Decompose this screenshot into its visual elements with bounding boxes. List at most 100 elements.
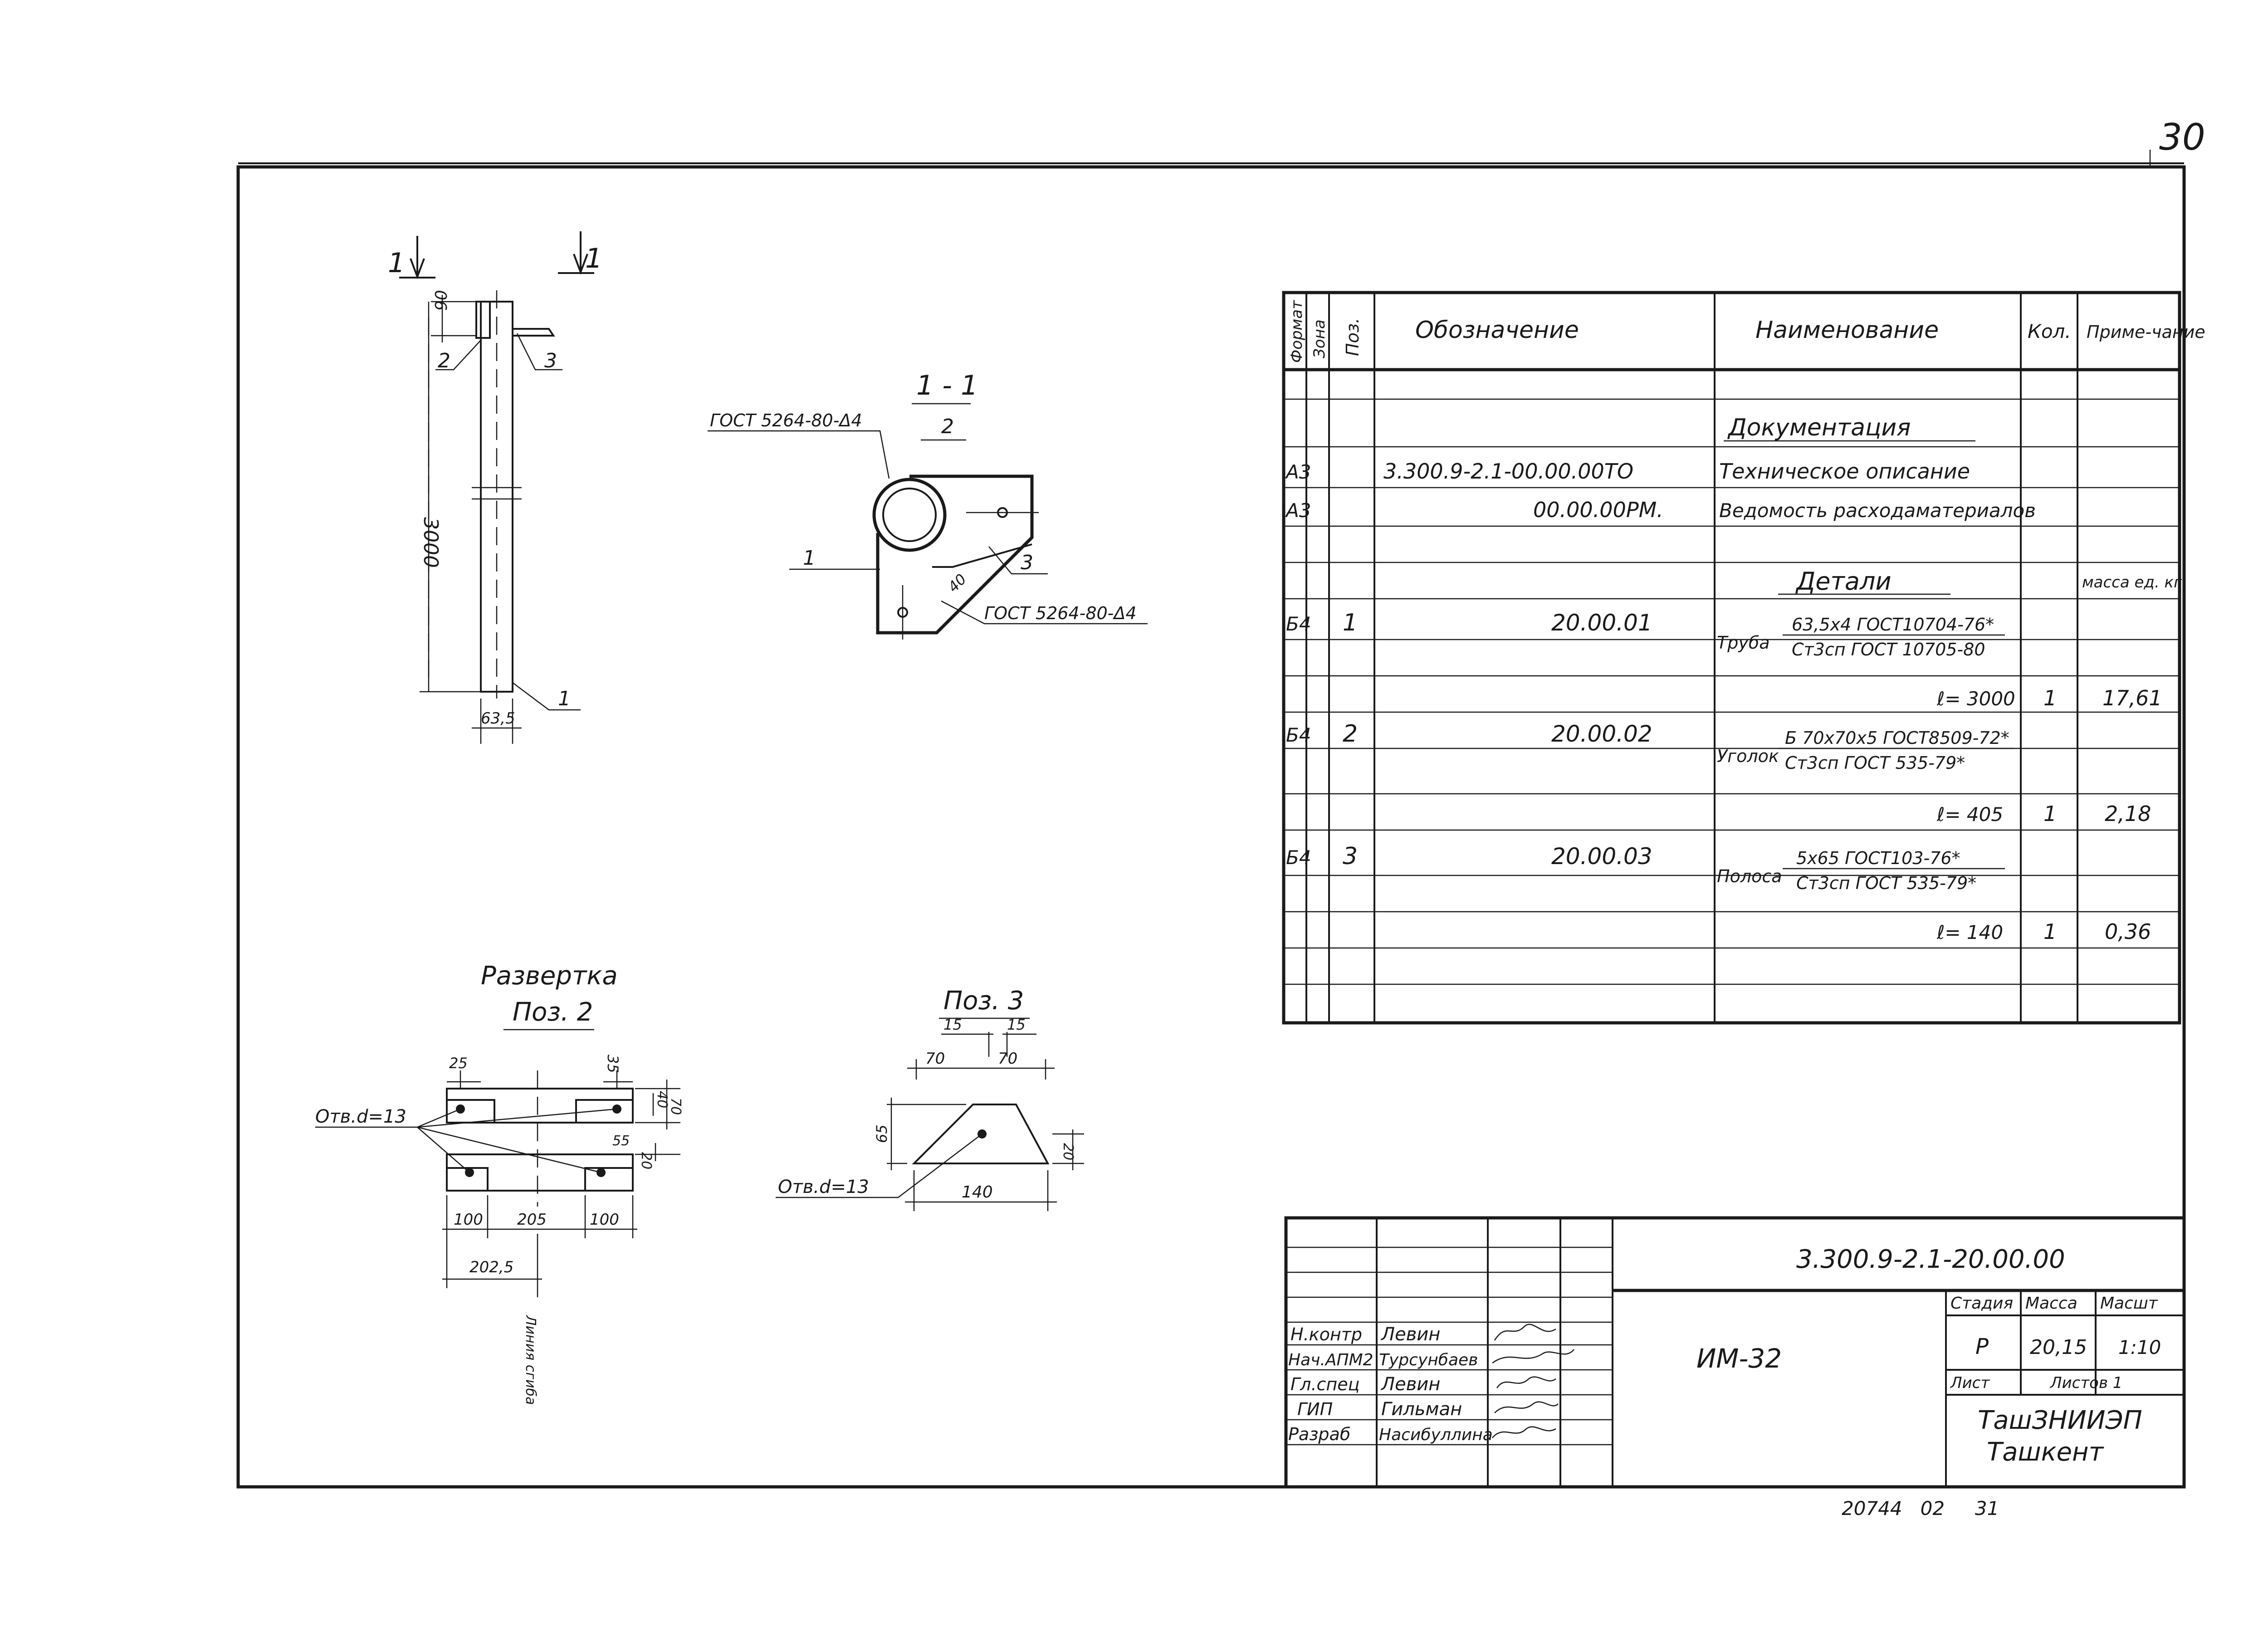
- svg-text:20: 20: [638, 1152, 654, 1169]
- svg-text:70: 70: [998, 1050, 1017, 1068]
- flat-title: Развертка: [481, 961, 618, 991]
- svg-text:2,18: 2,18: [2105, 801, 2151, 826]
- section-marker-left: 1: [388, 236, 435, 279]
- svg-text:3: 3: [544, 349, 557, 372]
- svg-text:1: 1: [2043, 801, 2057, 826]
- signatures: [1492, 1324, 1574, 1438]
- svg-text:15: 15: [943, 1016, 962, 1033]
- svg-text:Ст3сп ГОСТ 535-79*: Ст3сп ГОСТ 535-79*: [1785, 753, 1965, 773]
- svg-text:Поз. 2: Поз. 2: [513, 997, 593, 1027]
- svg-text:1: 1: [558, 687, 571, 710]
- svg-text:35: 35: [604, 1055, 621, 1073]
- pipe-section: [872, 478, 947, 552]
- page-number: 30: [2159, 116, 2205, 158]
- svg-text:ℓ= 3000: ℓ= 3000: [1936, 688, 2015, 710]
- angle-section: [876, 474, 1034, 635]
- svg-text:ГОСТ 5264-80-Δ4: ГОСТ 5264-80-Δ4: [984, 603, 1137, 623]
- section-1-1: 1 - 1 2 ГОСТ 5264-80-Δ4 40 1 3 ГОСТ 5264…: [708, 370, 1148, 640]
- svg-text:2: 2: [438, 349, 450, 372]
- svg-text:20.00.02: 20.00.02: [1551, 721, 1652, 747]
- pos3-detail: Поз. 3 15 15 70 70 65 20 140 Отв.d=13: [776, 986, 1084, 1211]
- header-designation: Обозначение: [1415, 317, 1579, 344]
- svg-text:25: 25: [449, 1055, 468, 1072]
- svg-text:3: 3: [1343, 843, 1358, 870]
- svg-text:1: 1: [803, 547, 816, 570]
- svg-text:Ст3сп ГОСТ 10705-80: Ст3сп ГОСТ 10705-80: [1792, 640, 1985, 660]
- svg-text:Разраб: Разраб: [1288, 1424, 1350, 1444]
- svg-text:70: 70: [925, 1050, 945, 1068]
- strip-pos3-shape: [912, 1104, 1050, 1164]
- svg-text:Б 70х70х5 ГОСТ8509-72*: Б 70х70х5 ГОСТ8509-72*: [1785, 728, 2009, 748]
- drawing-frame: [236, 165, 2186, 1489]
- svg-text:Гильман: Гильман: [1381, 1399, 1462, 1420]
- header-format: Формат: [1288, 300, 1306, 363]
- bend-line-note: Линия сгиба: [523, 1315, 538, 1405]
- svg-text:ГИП: ГИП: [1297, 1399, 1333, 1419]
- header-qty: Кол.: [2028, 320, 2071, 342]
- flat-pattern: Развертка Поз. 2 Отв.d=13 25 35 40 70 55…: [315, 961, 684, 1405]
- pos3-title: Поз. 3: [943, 986, 1024, 1016]
- svg-text:Турсунбаев: Турсунбаев: [1379, 1351, 1478, 1369]
- svg-text:1: 1: [585, 243, 602, 274]
- section-docs: Документация: [1727, 414, 1911, 441]
- svg-text:0,36: 0,36: [2105, 919, 2151, 944]
- svg-text:1: 1: [388, 247, 405, 279]
- svg-text:20.00.03: 20.00.03: [1551, 843, 1652, 870]
- svg-text:Б4: Б4: [1286, 846, 1311, 869]
- svg-text:3.300.9-2.1-00.00.00ТО: 3.300.9-2.1-00.00.00ТО: [1383, 459, 1633, 484]
- svg-text:А3: А3: [1285, 499, 1311, 522]
- svg-text:17,61: 17,61: [2102, 686, 2162, 710]
- svg-text:Насибуллина: Насибуллина: [1379, 1426, 1493, 1444]
- svg-text:20: 20: [1060, 1143, 1076, 1160]
- strip-pos3: [512, 328, 555, 337]
- svg-text:63,5х4 ГОСТ10704-76*: 63,5х4 ГОСТ10704-76*: [1792, 615, 1994, 635]
- svg-text:Техническое описание: Техническое описание: [1719, 459, 1970, 484]
- svg-text:5х65 ГОСТ103-76*: 5х65 ГОСТ103-76*: [1796, 848, 1960, 868]
- length-dim: 3000: [419, 517, 442, 568]
- svg-text:1:10: 1:10: [2118, 1336, 2161, 1358]
- svg-text:Уголок: Уголок: [1717, 746, 1779, 766]
- svg-text:Б4: Б4: [1286, 724, 1311, 746]
- spec-table: Формат Зона Поз. Обозначение Наименовани…: [1282, 291, 2205, 1025]
- svg-text:00.00.00РМ.: 00.00.00РМ.: [1533, 498, 1663, 522]
- product-name: ИМ-32: [1696, 1343, 1782, 1374]
- svg-text:Труба: Труба: [1717, 633, 1770, 653]
- svg-text:Листов 1: Листов 1: [2049, 1374, 2122, 1392]
- header-note: Приме-чание: [2087, 322, 2205, 342]
- angle-pos2: [475, 301, 491, 339]
- svg-text:20.00.01: 20.00.01: [1551, 610, 1652, 636]
- svg-text:40: 40: [654, 1091, 670, 1108]
- svg-text:205: 205: [517, 1211, 547, 1229]
- svg-text:Масшт: Масшт: [2100, 1294, 2158, 1313]
- svg-text:Левин: Левин: [1380, 1374, 1440, 1395]
- svg-text:Н.контр: Н.контр: [1290, 1324, 1362, 1344]
- footer-number: 20744 02 31: [1842, 1497, 1999, 1520]
- svg-text:55: 55: [612, 1133, 630, 1149]
- svg-text:40: 40: [944, 571, 970, 596]
- svg-text:ГОСТ 5264-80-Δ4: ГОСТ 5264-80-Δ4: [710, 410, 862, 430]
- section-parts: Детали: [1795, 567, 1892, 596]
- svg-text:Масса: Масса: [2025, 1294, 2077, 1313]
- svg-text:Ст3сп ГОСТ 535-79*: Ст3сп ГОСТ 535-79*: [1796, 873, 1976, 893]
- header-name: Наименование: [1755, 317, 1939, 344]
- svg-text:ℓ= 140: ℓ= 140: [1936, 921, 2003, 943]
- header-pos: Поз.: [1343, 318, 1363, 356]
- part-row-2: Б4 2 20.00.02 Уголок Б 70х70х5 ГОСТ8509-…: [1286, 720, 2151, 826]
- svg-text:Лист: Лист: [1950, 1374, 1990, 1392]
- svg-text:Ведомость расходаматериалов: Ведомость расходаматериалов: [1719, 499, 2036, 522]
- hole-note-pos3: Отв.d=13: [778, 1177, 869, 1197]
- organization: ТашЗНИИЭП: [1978, 1406, 2142, 1435]
- svg-text:2: 2: [941, 415, 954, 438]
- svg-text:2: 2: [1343, 720, 1358, 748]
- svg-text:1: 1: [2043, 919, 2057, 944]
- svg-text:100: 100: [590, 1211, 619, 1229]
- section-marker-right: 1: [558, 231, 602, 275]
- svg-text:Стадия: Стадия: [1950, 1294, 2013, 1313]
- part-row-1: Б4 1 20.00.01 Труба 63,5х4 ГОСТ10704-76*…: [1286, 609, 2162, 710]
- svg-text:Гл.спец: Гл.спец: [1290, 1374, 1360, 1394]
- header-zone: Зона: [1310, 319, 1329, 358]
- svg-text:А3: А3: [1285, 461, 1311, 483]
- svg-text:Ташкент: Ташкент: [1987, 1437, 2104, 1467]
- svg-text:70: 70: [668, 1098, 684, 1115]
